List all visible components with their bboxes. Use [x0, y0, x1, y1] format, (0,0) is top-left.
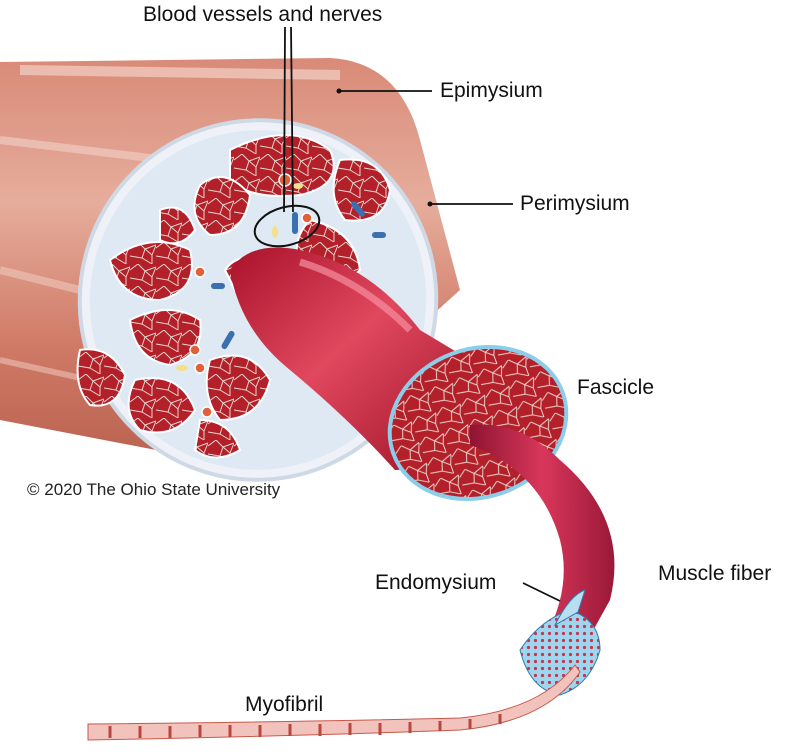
label-fascicle: Fascicle: [577, 377, 654, 398]
myofibril: [88, 665, 580, 740]
label-muscle-fiber: Muscle fiber: [658, 563, 771, 584]
copyright-notice: © 2020 The Ohio State University: [27, 481, 280, 498]
label-epimysium: Epimysium: [440, 80, 543, 101]
label-myofibril: Myofibril: [245, 694, 323, 715]
label-endomysium: Endomysium: [375, 572, 496, 593]
label-blood-vessels-and-nerves: Blood vessels and nerves: [143, 4, 382, 25]
label-perimysium: Perimysium: [520, 193, 630, 214]
